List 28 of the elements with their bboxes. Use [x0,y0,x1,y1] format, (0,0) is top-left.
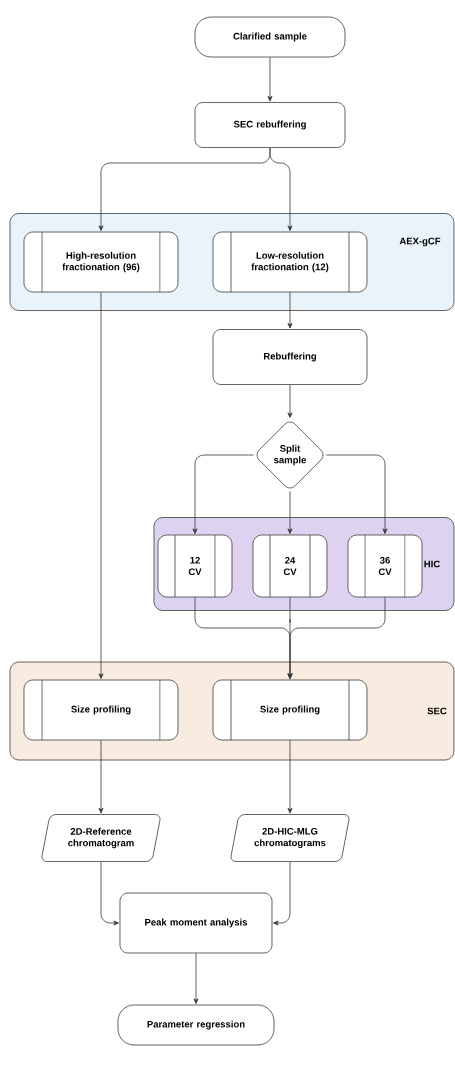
process-box: Peak moment analysis [119,892,273,954]
arrow [100,861,119,926]
arrow [287,292,293,329]
process-box: 12 CV [157,534,233,598]
arrow [287,740,293,814]
terminal-box: Clarified sample [194,16,346,58]
arrow [326,454,388,534]
arrow [269,147,293,231]
arrow [273,861,291,926]
process-box: Size profiling [23,679,179,741]
terminal-box: Parameter regression [117,1004,275,1046]
process-box: High-resolution fractionation (96) [23,231,179,293]
arrow [287,384,293,418]
process-box: Rebuffering [212,329,368,385]
process-box: Size profiling [212,679,368,741]
process-box: 36 CV [347,534,423,598]
arrow [287,491,293,534]
arrow [98,292,104,679]
arrow [192,454,254,534]
data-parallelogram: 2D-Reference chromatogram [41,814,161,862]
process-box: 24 CV [252,534,328,598]
arrow [193,953,199,1004]
arrow [287,597,386,679]
process-box: Low-resolution fractionation (12) [212,231,368,293]
process-box: SEC rebuffering [194,102,346,148]
arrow [267,57,273,102]
arrow [98,740,104,814]
data-parallelogram: 2D-HIC-MLG chromatograms [230,814,350,862]
